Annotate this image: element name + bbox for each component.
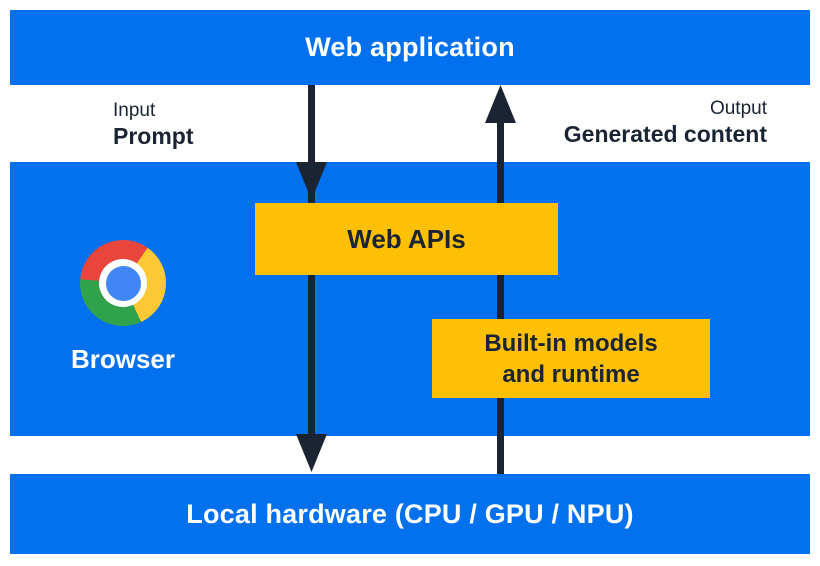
web-apis-box: Web APIs (255, 203, 558, 275)
browser-label: Browser (70, 344, 176, 374)
down-arrowhead-into-hardware (296, 434, 327, 472)
builtin-models-label-line1: Built-in models (484, 329, 658, 357)
web-application-bar: Web application (10, 10, 810, 85)
output-caption: Output (709, 98, 767, 119)
input-label-group: Input Prompt (113, 99, 194, 150)
chrome-icon-blue-center (105, 265, 141, 301)
chrome-icon (80, 240, 166, 326)
builtin-models-box: Built-in models and runtime (432, 319, 710, 398)
input-value: Prompt (113, 123, 194, 149)
chrome-icon-white-ring (99, 259, 147, 307)
output-label-group: Output Generated content (564, 97, 767, 148)
up-arrowhead-into-web-application (485, 85, 516, 123)
local-hardware-bar: Local hardware (CPU / GPU / NPU) (10, 474, 810, 554)
input-caption: Input (113, 100, 156, 121)
web-apis-label: Web APIs (347, 223, 466, 254)
local-hardware-label: Local hardware (CPU / GPU / NPU) (186, 498, 634, 529)
up-arrow-line (497, 118, 504, 474)
output-value: Generated content (563, 121, 767, 147)
builtin-models-label-line2: and runtime (502, 360, 640, 388)
web-application-label: Web application (305, 32, 515, 62)
